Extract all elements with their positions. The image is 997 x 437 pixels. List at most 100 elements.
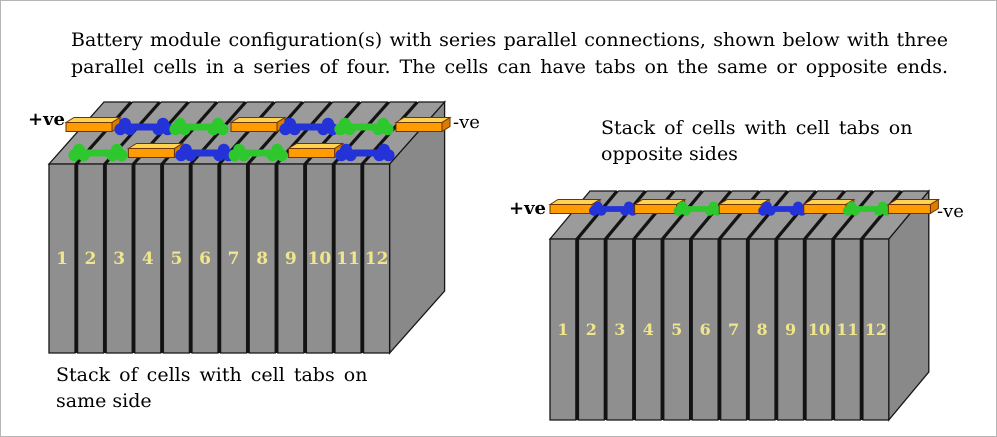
- cell-front-face: [134, 163, 162, 354]
- right-stack-caption: Stack of cells with cell tabs on opposit…: [601, 115, 913, 167]
- cell-front-face: [105, 163, 133, 354]
- cell-front-face: [219, 163, 248, 354]
- parallel-connector-green: [673, 201, 723, 216]
- cell-number: 10: [808, 320, 830, 339]
- left-stack-negative-terminal-label: -ve: [453, 112, 480, 133]
- cell-front-face: [606, 238, 634, 421]
- parallel-connector-blue: [758, 201, 807, 216]
- right-caption-line-1: Stack of cells with cell tabs on: [601, 117, 913, 139]
- connector-blob: [382, 149, 395, 162]
- connector-blob: [106, 149, 119, 162]
- connector-blob: [373, 149, 386, 162]
- cell-number: 12: [365, 249, 389, 269]
- tab-front-face: [887, 204, 931, 214]
- connector-blob: [842, 205, 853, 216]
- connector-blob: [216, 123, 229, 136]
- left-caption-line-1: Stack of cells with cell tabs on: [56, 364, 368, 386]
- tab-front-face: [395, 122, 443, 132]
- series-busbar-tab: [886, 198, 941, 215]
- left-caption-line-2: same side: [56, 390, 152, 412]
- cell-front-face: [776, 238, 805, 421]
- cell-front-face: [720, 238, 748, 421]
- connector-blob: [207, 123, 220, 136]
- connector-blob: [178, 123, 191, 136]
- connector-blob: [266, 149, 279, 162]
- connector-blob: [758, 205, 769, 216]
- connector-blob: [175, 149, 188, 162]
- tab-front-face: [634, 204, 678, 214]
- parallel-connector-blue: [335, 143, 395, 162]
- tab-top-face: [394, 117, 452, 123]
- series-busbar-tab: [229, 116, 287, 133]
- series-busbar-tab: [64, 116, 122, 133]
- connector-blob: [334, 123, 347, 136]
- connector-blob: [169, 123, 182, 136]
- cell-number: 2: [586, 320, 597, 339]
- connector-blob: [317, 123, 330, 136]
- cell-front-face: [162, 163, 191, 354]
- connector-blob: [673, 205, 684, 216]
- connector-blob: [228, 149, 241, 162]
- cell-number: 11: [336, 249, 360, 269]
- connector-blob: [68, 149, 81, 162]
- series-busbar-tab: [394, 116, 452, 133]
- connector-blob: [343, 123, 356, 136]
- battery-cell: 2: [76, 101, 161, 354]
- cell-number: 10: [308, 249, 332, 269]
- left-stack-caption: Stack of cells with cell tabs on same si…: [56, 362, 368, 414]
- cell-number: 4: [643, 320, 654, 339]
- cell-number: 7: [728, 320, 739, 339]
- cell-front-face: [634, 238, 662, 421]
- tab-top-face: [229, 117, 287, 123]
- connector-blob: [152, 123, 165, 136]
- tab-front-face: [549, 204, 593, 214]
- cell-number: 3: [113, 249, 125, 269]
- parallel-connector-green: [169, 117, 229, 136]
- cell-front-face: [549, 238, 577, 421]
- cell-number: 6: [199, 249, 211, 269]
- cell-front-face: [248, 163, 276, 354]
- connector-blob: [114, 123, 127, 136]
- cell-number: 8: [757, 320, 768, 339]
- tab-front-face: [230, 122, 278, 132]
- cell-number: 3: [614, 320, 625, 339]
- series-busbar-tab: [126, 142, 185, 159]
- connector-blob: [850, 205, 861, 216]
- connector-blob: [681, 205, 692, 216]
- cell-number: 5: [170, 249, 182, 269]
- connector-blob: [279, 123, 292, 136]
- connector-blob: [237, 149, 250, 162]
- connector-blob: [596, 205, 607, 216]
- cell-number: 6: [700, 320, 711, 339]
- cell-number: 8: [256, 249, 268, 269]
- connector-blob: [288, 123, 301, 136]
- connector-blob: [381, 123, 394, 136]
- series-busbar-tab: [286, 142, 345, 159]
- cell-front-face: [691, 238, 719, 421]
- title-line-2: parallel cells in a series of four. The …: [71, 56, 948, 78]
- cell-front-face: [862, 238, 890, 421]
- right-stack-positive-terminal-label: +ve: [509, 198, 546, 219]
- connector-blob: [77, 149, 90, 162]
- tab-top-face: [286, 143, 345, 149]
- parallel-connector-blue: [175, 143, 235, 162]
- left-stack-positive-terminal-label: +ve: [28, 109, 65, 130]
- parallel-connector-green: [228, 143, 288, 162]
- cell-number: 11: [836, 320, 858, 339]
- cell-front-face: [334, 163, 362, 354]
- cell-front-face: [805, 238, 833, 421]
- battery-cell: 3: [104, 101, 189, 354]
- cell-front-face: [48, 163, 76, 354]
- right-caption-line-2: opposite sides: [601, 143, 738, 165]
- right-stack-negative-terminal-label: -ve: [937, 201, 964, 222]
- parallel-connector-green: [334, 117, 394, 136]
- tab-front-face: [288, 148, 336, 158]
- cell-front-face: [748, 238, 776, 421]
- cell-number: 1: [557, 320, 568, 339]
- cell-front-face: [833, 238, 861, 421]
- connector-blob: [335, 149, 348, 162]
- diagram-title: Battery module configuration(s) with ser…: [71, 27, 948, 81]
